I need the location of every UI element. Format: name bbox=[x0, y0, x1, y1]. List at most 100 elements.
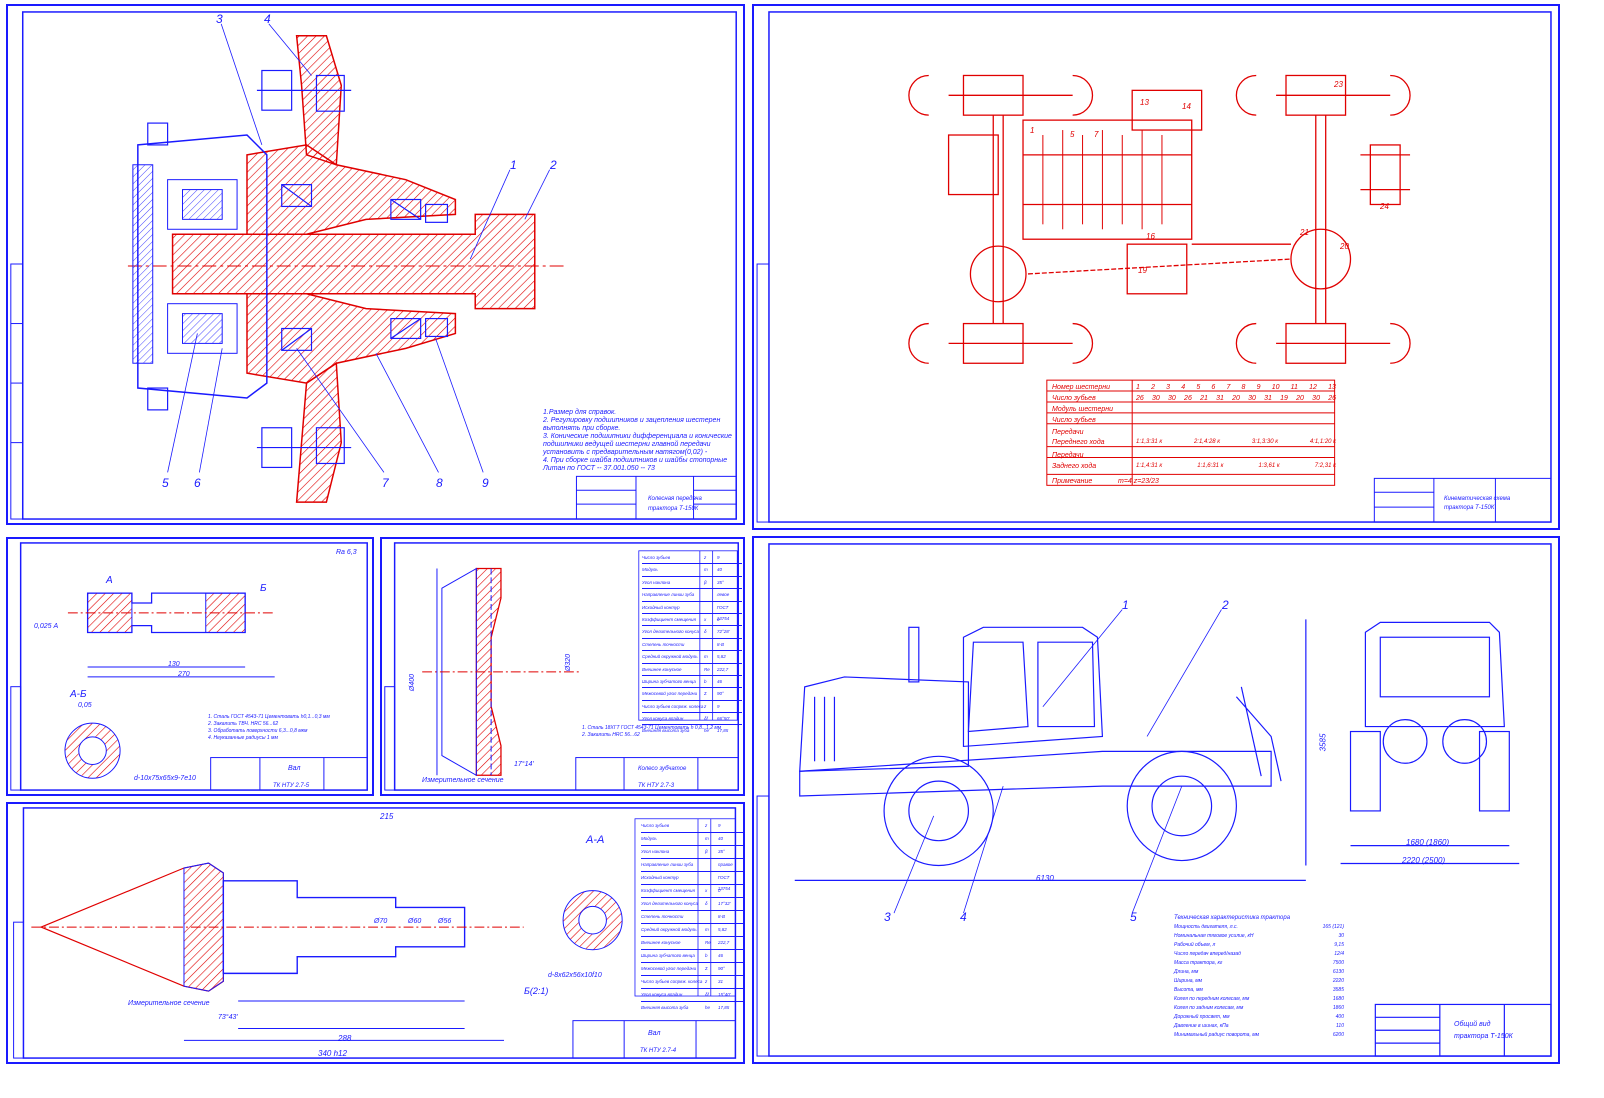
param-name: Внешняя высота зуба bbox=[641, 1005, 689, 1010]
stamp-code: ТК НТУ 2.7-5 bbox=[273, 783, 310, 789]
spec-name: Масса трактора, кг bbox=[1174, 960, 1223, 966]
drawing-sheet-kinematic-scheme: 1 5 7 13 14 16 19 20 21 23 24 Номер шест… bbox=[752, 4, 1560, 530]
param-name: Степень точности bbox=[642, 641, 685, 647]
param-symbol: m bbox=[704, 567, 708, 573]
section-mark-a: А bbox=[106, 575, 113, 586]
dim-height: 3585 bbox=[1318, 733, 1328, 752]
param-name: Исходный контур bbox=[642, 604, 680, 610]
table-footnote-1: Примечание bbox=[1052, 478, 1093, 485]
callout-2: 2 bbox=[550, 158, 557, 172]
param-row: Внешнее конусное расстояниеRe222,7 bbox=[642, 664, 742, 676]
drawing-sheet-shaft: А Б 0,025 А Ra 6,3 130 270 А-Б 0,05 d-10… bbox=[6, 537, 374, 796]
table-footnote-2: m=4 z=23/23 bbox=[1118, 478, 1159, 485]
table-cell: 10 bbox=[1271, 384, 1280, 391]
stamp-code: ТК НТУ 2.7-4 bbox=[640, 1048, 677, 1054]
spec-value: 7500 bbox=[1332, 960, 1344, 966]
gear-label-1: 1 bbox=[1030, 126, 1035, 135]
param-value: 9 bbox=[717, 555, 720, 560]
table-ratio: 1:1,3:31 к bbox=[1136, 439, 1163, 445]
param-value: ГОСТ 13754 bbox=[716, 604, 730, 621]
spec-value: 1680 bbox=[1332, 996, 1344, 1002]
section-aa: А-А bbox=[586, 834, 605, 846]
param-symbol: δf bbox=[704, 716, 708, 722]
stamp-code: ТК НТУ 2.7-3 bbox=[638, 783, 675, 789]
param-symbol: m bbox=[704, 654, 708, 660]
table-teeth2-label: Число зубьев bbox=[1052, 417, 1096, 424]
param-symbol: β bbox=[704, 579, 707, 585]
roughness: Ra 6,3 bbox=[336, 549, 357, 556]
shaft-notes: 1. Сталь ГОСТ 4543-71 Цементовать h0,1..… bbox=[208, 714, 368, 742]
length-total: 340 h12 bbox=[318, 1049, 347, 1058]
dim-track-2: 2220 (2500) bbox=[1402, 856, 1446, 865]
table-cell: 30 bbox=[1152, 395, 1160, 402]
hub-assembly-drawing bbox=[10, 11, 737, 520]
table-cell: 6 bbox=[1211, 384, 1216, 391]
param-value: левое bbox=[717, 592, 730, 598]
bevel-gear-drawing bbox=[384, 542, 739, 791]
param-symbol bbox=[705, 911, 718, 923]
param-value: 17,85 bbox=[718, 1005, 730, 1010]
callout-2: 2 bbox=[1222, 598, 1229, 612]
param-name: Угол наклона bbox=[641, 849, 670, 854]
param-value: правое bbox=[718, 862, 733, 867]
table-reverse-label: Заднего хода bbox=[1052, 463, 1097, 470]
table-teeth-label: Число зубьев bbox=[1052, 395, 1096, 402]
table-ratio-cells-fwd: 1:1,3:31 к 2:1,4:28 к 3:1,3:30 к 4:1,1:2… bbox=[1136, 439, 1336, 445]
param-value: 72°28' bbox=[717, 629, 730, 635]
param-value: 9 bbox=[718, 823, 721, 828]
gear-notes: 1. Сталь 18ХГТ ГОСТ 4543-71 Цементовать … bbox=[582, 725, 742, 739]
table-ratio: 1:1,6:31 к bbox=[1197, 463, 1224, 469]
param-value: ГОСТ 13754 bbox=[717, 875, 731, 891]
callout-1: 1 bbox=[1122, 598, 1129, 612]
gear-label-23: 23 bbox=[1334, 80, 1343, 89]
param-value: 0 bbox=[717, 616, 720, 622]
param-symbol: δ bbox=[704, 629, 707, 635]
param-row: Исходный контур ГОСТ 13754 bbox=[642, 602, 742, 621]
note: 2. Закалить ТВЧ. HRC 56...62 bbox=[208, 721, 279, 727]
param-name: Степень точности bbox=[641, 914, 684, 919]
param-symbol: z bbox=[704, 703, 707, 709]
param-symbol: Re bbox=[705, 940, 711, 945]
spec-name: Давление в шинах, кПа bbox=[1174, 1023, 1229, 1029]
param-value: 8-B bbox=[718, 914, 726, 919]
gear-label-19: 19 bbox=[1138, 266, 1147, 275]
table-teeth-cells: 26 30 30 26 21 31 20 30 31 19 20 30 26 bbox=[1136, 395, 1336, 402]
spline-spec: d-10x75x65x9-7e10 bbox=[134, 775, 196, 782]
spec-value: 165 (121) bbox=[1322, 924, 1344, 930]
gear-label-21: 21 bbox=[1300, 228, 1309, 237]
table-cell: 11 bbox=[1290, 384, 1298, 391]
table-cell: 7 bbox=[1226, 384, 1231, 391]
param-name: Число зубьев сопряж. колеса bbox=[641, 979, 703, 984]
param-name: Ширина зубчатого венца bbox=[642, 678, 696, 684]
param-row: Исходный контур ГОСТ 13754 bbox=[641, 872, 743, 891]
stamp-title-line2: трактора Т-150К bbox=[648, 506, 699, 512]
table-ratio: 1:1,4:31 к bbox=[1136, 463, 1163, 469]
param-name: Исходный контур bbox=[641, 875, 679, 880]
param-symbol: z bbox=[705, 823, 708, 828]
param-symbol: δf bbox=[705, 992, 709, 997]
spec-value: 6200 bbox=[1332, 1032, 1344, 1038]
param-name: Угол конуса впадин bbox=[642, 716, 684, 722]
table-cell: 9 bbox=[1256, 384, 1261, 391]
gear-label-14: 14 bbox=[1182, 102, 1191, 111]
param-name: Межосевой угол передачи bbox=[642, 691, 698, 697]
table-cell: 12 bbox=[1309, 384, 1317, 391]
total-length: 270 bbox=[178, 671, 190, 678]
